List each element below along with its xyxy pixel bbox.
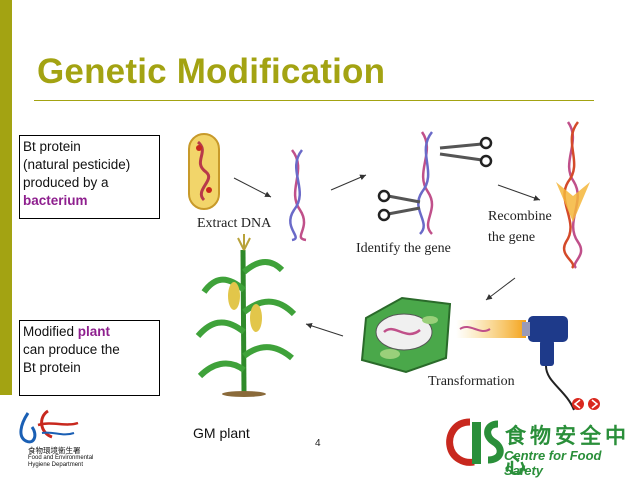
fehd-english-line: Hygiene Department [28,462,84,468]
plant-cell-icon [360,296,452,374]
arrow-icon [305,322,344,337]
dna-strand-icon [417,131,434,235]
fehd-chinese-name: 食物環境衞生署 [28,446,81,455]
fehd-english-name: Food and Environmental Hygiene Departmen… [28,455,98,469]
bacterium-icon [188,133,220,210]
arrow-icon [330,174,367,191]
cfs-english-name: Centre for Food Safety [504,448,602,478]
scissors-icon [377,189,421,222]
modified-plant-note: Modified plant can produce the Bt protei… [19,320,160,396]
next-slide-button[interactable] [588,398,600,410]
note-prefix: Modified [23,324,78,339]
fehd-logo [19,409,79,444]
note-line: (natural pesticide) [23,157,131,172]
arrow-icon [497,184,541,201]
arrow-icon [233,177,272,198]
cfs-logo [446,418,504,466]
title-divider [34,100,594,101]
fehd-english-line: Food and Environmental [28,455,94,461]
previous-slide-button[interactable] [572,398,584,410]
scissors-icon [439,136,493,168]
label-extract-dna: Extract DNA [197,216,272,231]
note-line: Bt protein [23,360,81,375]
label-transformation: Transformation [428,374,515,389]
gm-process-diagram: Extract DNA Identify the gene Recombine … [188,121,600,411]
dna-strand-icon [289,149,307,242]
page-number: 4 [315,438,321,449]
cfs-chinese-name: 食物安全中心 [505,424,630,478]
gene-gun-icon [456,316,575,411]
label-recombine-line1: Recombine [488,209,552,224]
gm-plant-label: GM plant [193,425,250,441]
note-line: Modified plant [23,323,156,341]
plant-highlight: plant [77,324,111,339]
label-identify-gene: Identify the gene [356,241,451,256]
slide-title: Genetic Modification [37,52,386,91]
left-accent-bar [0,0,12,395]
arrow-icon [485,277,516,301]
corn-plant-icon [195,234,297,397]
note-line: produced by a [23,175,109,190]
note-line: can produce the [23,342,120,357]
recombined-dna-icon [556,121,590,269]
bt-protein-note: Bt protein (natural pesticide) produced … [19,135,160,219]
label-recombine-line2: the gene [488,230,535,245]
bacterium-highlight: bacterium [23,193,88,208]
note-line: Bt protein [23,139,81,154]
